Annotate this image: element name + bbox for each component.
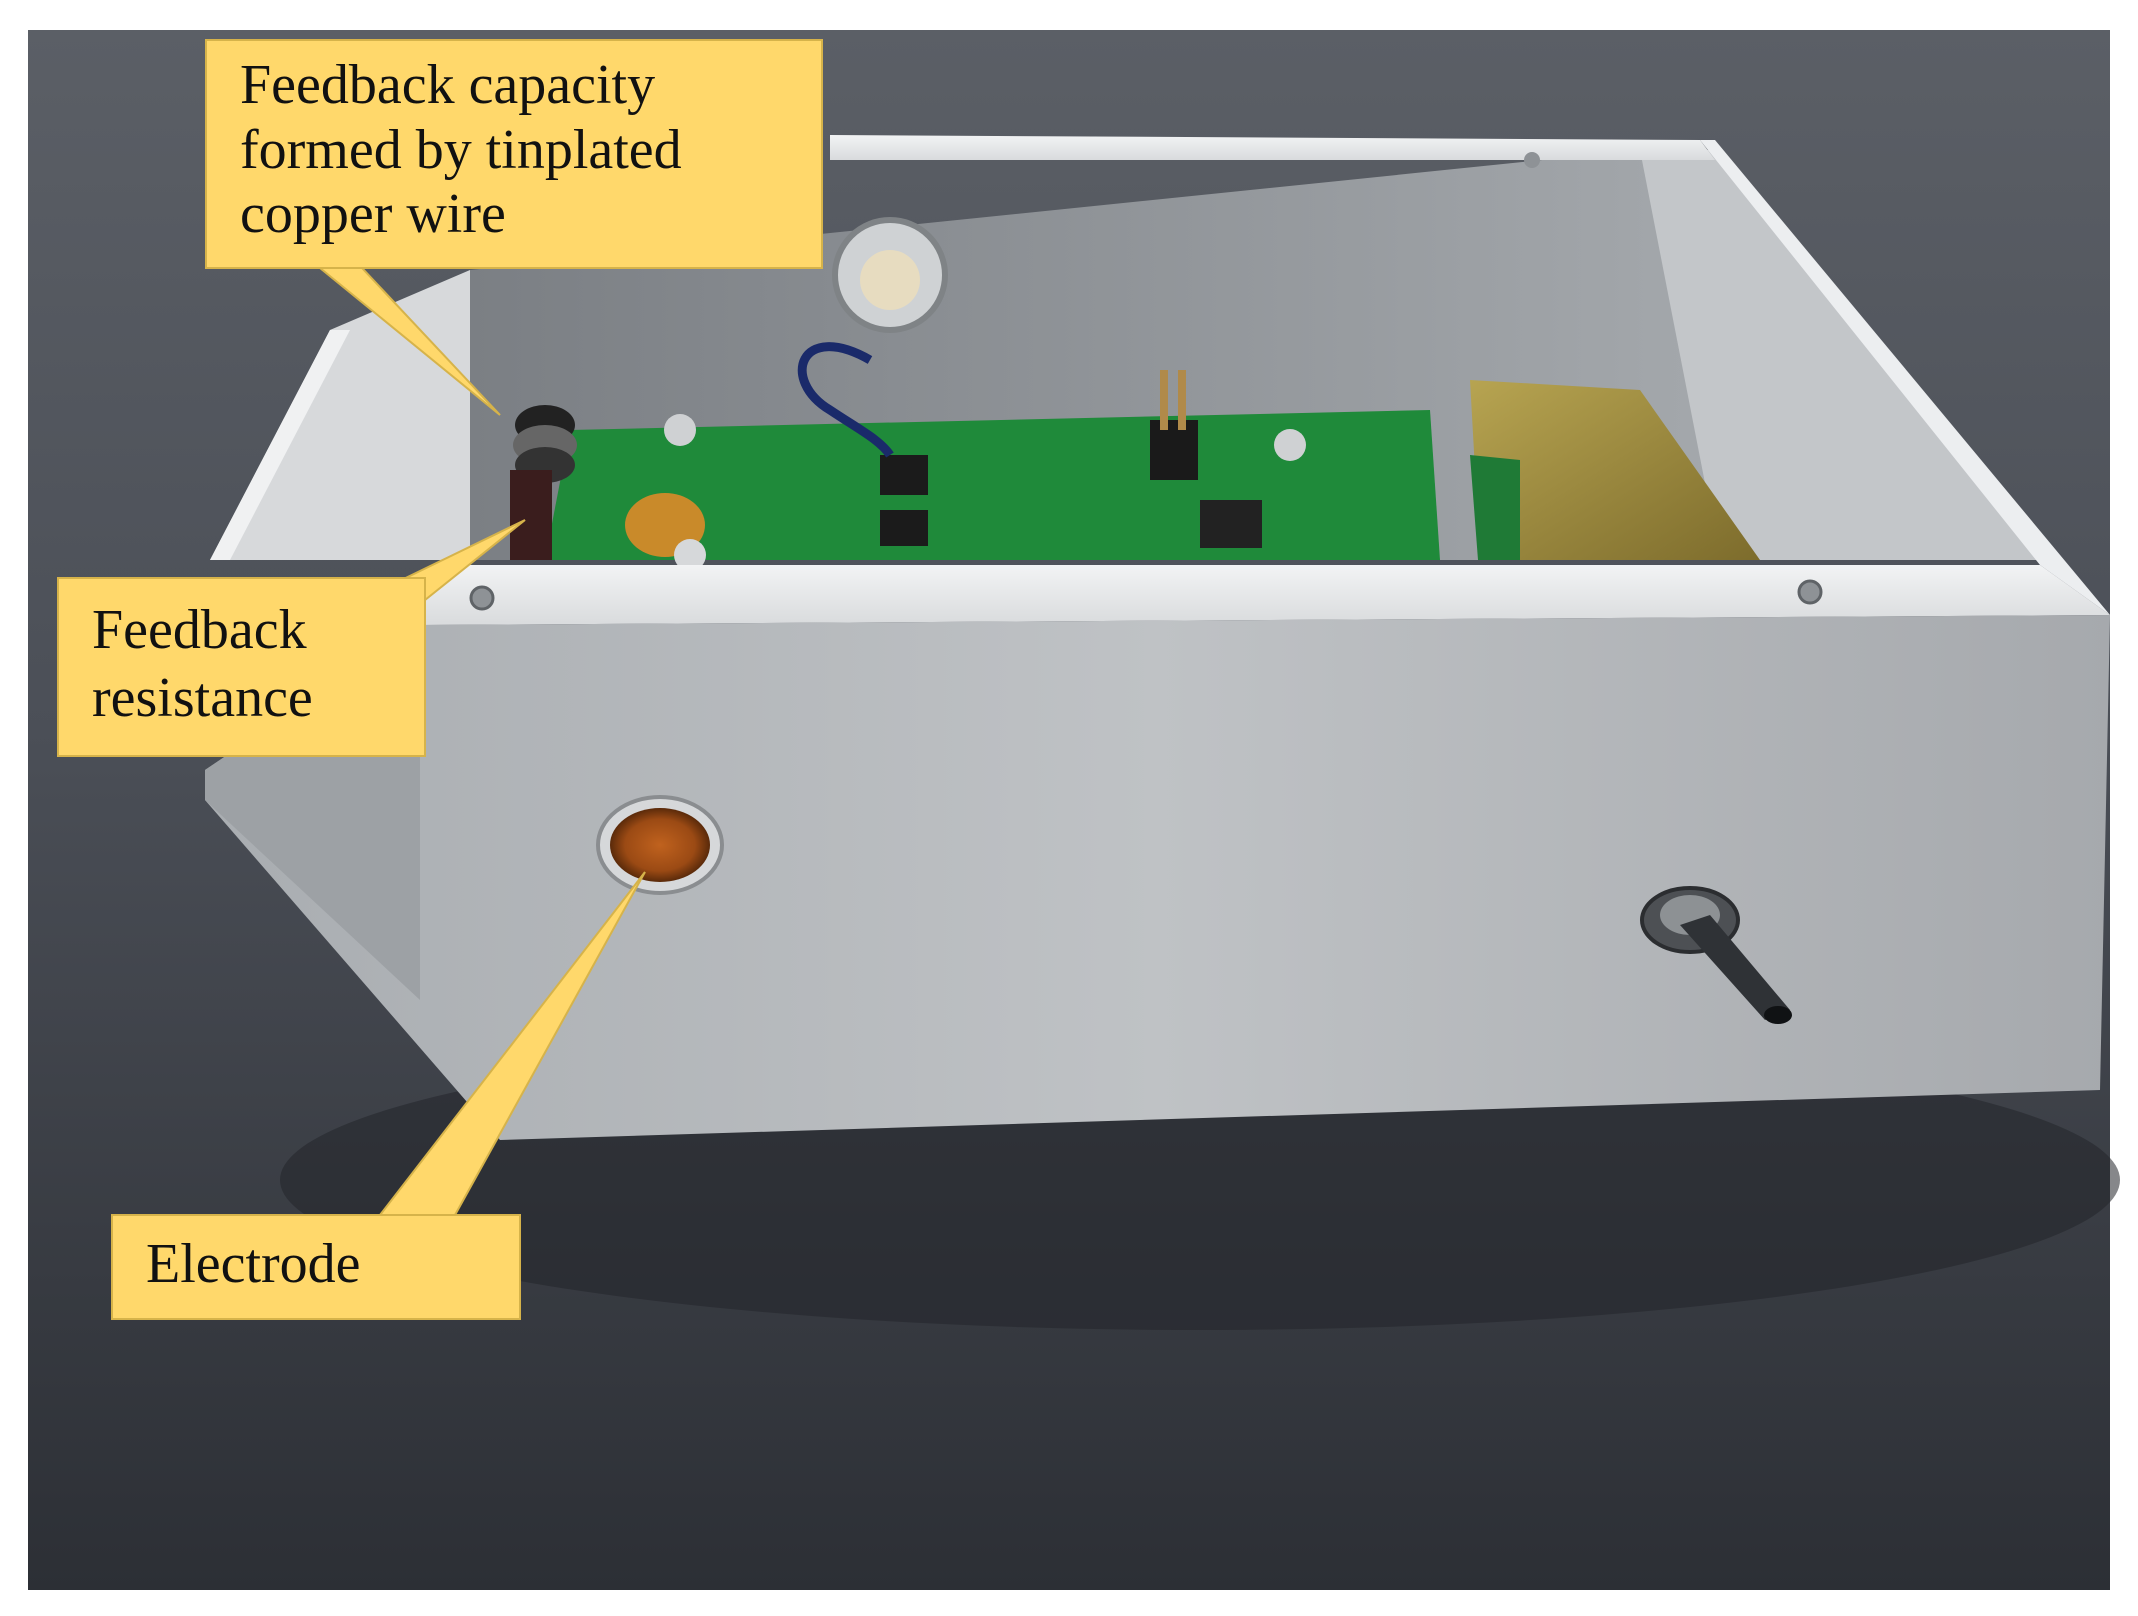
callout-electrode-label: Electrode <box>146 1233 361 1295</box>
callout-feedback-capacity: Feedback capacity formed by tinplated co… <box>205 39 823 269</box>
electrode-hole <box>596 795 724 895</box>
callout-resistance-line-1: Feedback <box>92 599 307 661</box>
bnc-connector <box>832 217 948 333</box>
callout-capacity-line-2: formed by tinplated <box>240 119 682 181</box>
enclosure-back-rim <box>830 135 1715 160</box>
pcb-components <box>625 370 1306 571</box>
feedback-wire-coil <box>510 405 577 560</box>
callout-feedback-resistance: Feedback resistance <box>57 577 426 757</box>
callout-resistance-line-2: resistance <box>92 667 313 729</box>
rim-screw <box>1797 579 1823 605</box>
enclosure-left-side <box>210 270 470 560</box>
rim-screw <box>469 585 495 611</box>
enclosure-front-rim <box>420 565 2110 625</box>
battery <box>1470 380 1760 560</box>
enclosure-front-face <box>205 615 2110 1140</box>
callout-electrode: Electrode <box>111 1214 521 1320</box>
callout-capacity-line-3: copper wire <box>240 183 506 245</box>
rim-screw <box>1524 152 1540 168</box>
blue-wire <box>797 342 894 458</box>
callout-capacity-line-1: Feedback capacity <box>240 54 655 116</box>
enclosure-right-rim <box>1700 140 2110 615</box>
enclosure-left-edge <box>210 330 350 560</box>
battery-label <box>1470 455 1520 560</box>
toggle-switch <box>1640 886 1792 1024</box>
